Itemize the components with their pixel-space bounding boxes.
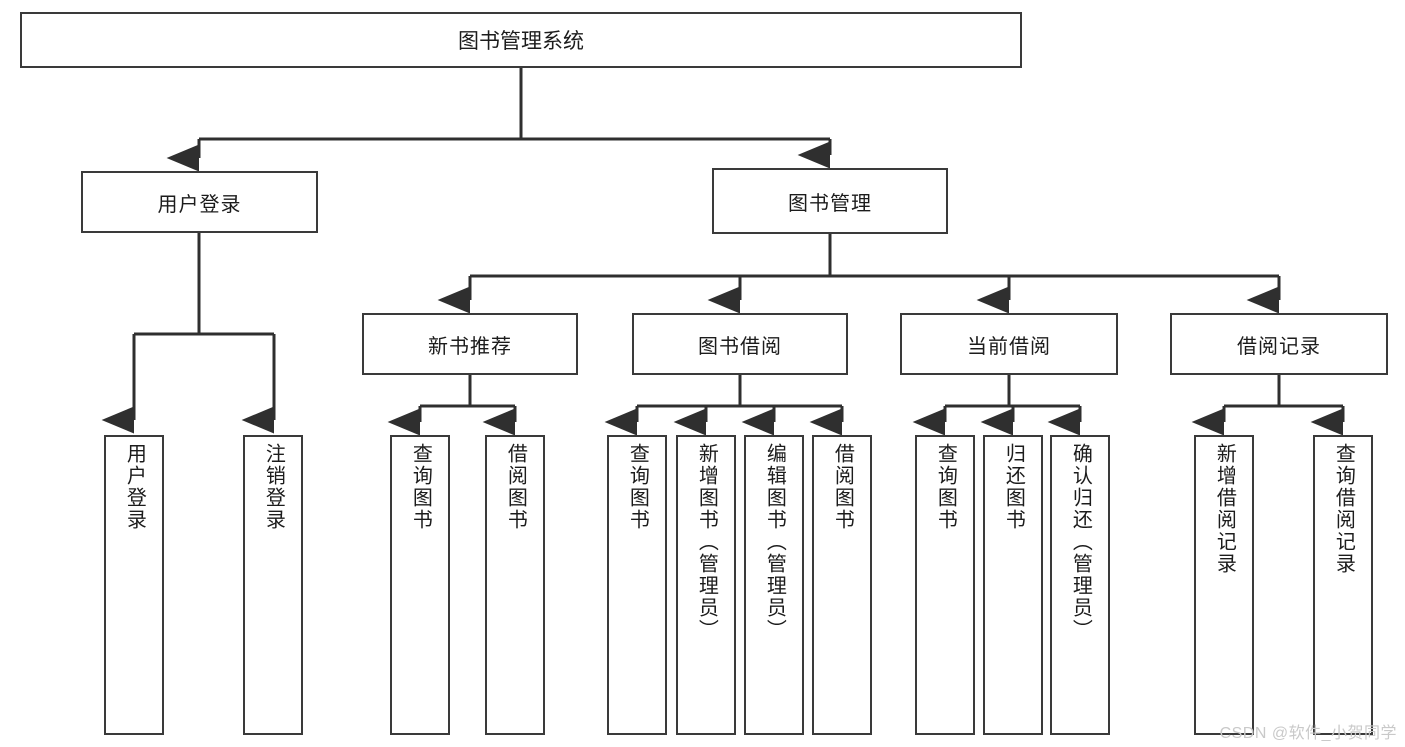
node-label: 借阅记录 [1237,335,1321,358]
node-label: 查询图书 [409,443,432,531]
node-book-borrow[interactable]: 图书借阅 [632,313,848,375]
node-label: 用户登录 [123,443,146,531]
node-book-management[interactable]: 图书管理 [712,168,948,234]
node-leaf[interactable]: 注销登录 [243,435,303,735]
node-label: 查询图书 [934,443,957,531]
node-label: 当前借阅 [967,335,1051,358]
node-label: 查询借阅记录 [1332,443,1355,575]
node-leaf[interactable]: 查询图书 [390,435,450,735]
node-label: 借阅图书 [504,443,527,531]
node-new-book-recommend[interactable]: 新书推荐 [362,313,578,375]
node-label: 图书借阅 [698,335,782,358]
node-user-login[interactable]: 用户登录 [81,171,318,233]
node-label: 编辑图书（管理员） [763,443,786,641]
node-leaf[interactable]: 查询图书 [607,435,667,735]
node-leaf[interactable]: 新增借阅记录 [1194,435,1254,735]
node-label: 确认归还（管理员） [1069,443,1092,641]
node-label: 图书管理系统 [458,30,584,53]
node-label: 查询图书 [626,443,649,531]
node-label: 图书管理 [788,192,872,215]
node-label: 归还图书 [1002,443,1025,531]
node-label: 新增借阅记录 [1213,443,1236,575]
node-label: 借阅图书 [831,443,854,531]
node-label: 用户登录 [157,193,242,216]
node-borrow-records[interactable]: 借阅记录 [1170,313,1388,375]
node-leaf[interactable]: 确认归还（管理员） [1050,435,1110,735]
node-leaf[interactable]: 新增图书（管理员） [676,435,736,735]
node-current-borrow[interactable]: 当前借阅 [900,313,1118,375]
node-leaf[interactable]: 查询借阅记录 [1313,435,1373,735]
node-root-system[interactable]: 图书管理系统 [20,12,1022,68]
node-leaf[interactable]: 用户登录 [104,435,164,735]
node-leaf[interactable]: 编辑图书（管理员） [744,435,804,735]
node-leaf[interactable]: 借阅图书 [812,435,872,735]
csdn-watermark: CSDN @软件_小贺同学 [1219,725,1397,742]
node-label: 注销登录 [262,443,285,531]
node-label: 新书推荐 [428,335,512,358]
node-leaf[interactable]: 归还图书 [983,435,1043,735]
node-label: 新增图书（管理员） [695,443,718,641]
node-leaf[interactable]: 查询图书 [915,435,975,735]
node-leaf[interactable]: 借阅图书 [485,435,545,735]
